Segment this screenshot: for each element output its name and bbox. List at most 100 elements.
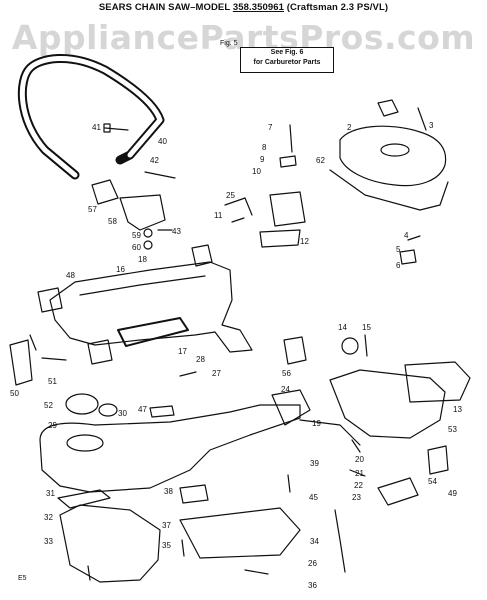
part-number-32: 32 <box>44 513 53 522</box>
part-number-21: 21 <box>355 469 364 478</box>
nut-60 <box>143 240 153 250</box>
part-number-27: 27 <box>212 369 221 378</box>
pad-48 <box>37 287 63 313</box>
bolt-41 <box>103 123 129 133</box>
gasket-62 <box>329 169 449 211</box>
part-number-10: 10 <box>252 167 261 176</box>
part-number-5: 5 <box>396 245 401 254</box>
grip-17 <box>117 317 189 347</box>
figure-label: Fig. 5 <box>220 40 238 47</box>
part-number-59: 59 <box>132 231 141 240</box>
plate-50 <box>9 339 33 386</box>
screw-42 <box>144 171 176 179</box>
bracket-24 <box>271 389 311 426</box>
spacer-57 <box>91 179 119 205</box>
part-number-22: 22 <box>354 481 363 490</box>
knob-4 <box>377 99 399 117</box>
washer-59 <box>143 228 153 238</box>
title-suffix: (Craftsman 2.3 PS/VL) <box>284 2 389 13</box>
gasket-12 <box>259 229 301 248</box>
part-number-39: 39 <box>310 459 319 468</box>
part-number-49: 49 <box>448 489 457 498</box>
part-number-37: 37 <box>162 521 171 530</box>
housing-ridge <box>79 275 206 296</box>
handle-23 <box>377 477 419 506</box>
part-11 <box>231 217 245 223</box>
part-54 <box>427 445 449 475</box>
carburetor-10 <box>269 191 306 227</box>
screw-36 <box>244 569 269 575</box>
bracket-58 <box>119 194 166 231</box>
line-28 <box>179 371 197 377</box>
part-number-31: 31 <box>46 489 55 498</box>
part-number-28: 28 <box>196 355 205 364</box>
cover-opening <box>380 143 410 157</box>
part-number-50: 50 <box>10 389 19 398</box>
part-5 <box>399 249 417 265</box>
part-number-43: 43 <box>172 227 181 236</box>
part-number-15: 15 <box>362 323 371 332</box>
part-number-57: 57 <box>88 205 97 214</box>
part-number-35: 35 <box>162 541 171 550</box>
part-number-29: 29 <box>48 421 57 430</box>
screw-3 <box>417 107 427 131</box>
part-number-9: 9 <box>260 155 265 164</box>
part-number-8: 8 <box>262 143 267 152</box>
part-number-40: 40 <box>158 137 167 146</box>
callout-box: See Fig. 6 for Carburetor Parts <box>240 47 334 73</box>
part-20 <box>351 439 361 453</box>
part-number-48: 48 <box>66 271 75 280</box>
part-number-56: 56 <box>282 369 291 378</box>
part-47 <box>149 405 175 418</box>
part-number-38: 38 <box>164 487 173 496</box>
cable-19 <box>299 419 361 446</box>
part-number-13: 13 <box>453 405 462 414</box>
part-22 <box>349 469 366 477</box>
part-number-30: 30 <box>118 409 127 418</box>
handle-bar-40 <box>17 54 165 180</box>
screw-35 <box>181 539 185 557</box>
part-number-41: 41 <box>92 123 101 132</box>
part-number-23: 23 <box>352 493 361 502</box>
cap-52 <box>65 393 99 415</box>
part-number-58: 58 <box>108 217 117 226</box>
handle-bar-inner <box>19 56 163 178</box>
part-number-2: 2 <box>347 123 352 132</box>
title-prefix: SEARS CHAIN SAW–MODEL <box>98 2 233 13</box>
part-number-7: 7 <box>268 123 273 132</box>
guard-34 <box>179 507 301 559</box>
part-number-14: 14 <box>338 323 347 332</box>
screw-15 <box>364 334 368 357</box>
rod-26 <box>334 509 346 573</box>
base-32 <box>59 504 161 583</box>
part-number-17: 17 <box>178 347 187 356</box>
part-number-26: 26 <box>308 559 317 568</box>
part-number-52: 52 <box>44 401 53 410</box>
cap-30 <box>98 403 118 417</box>
part-number-20: 20 <box>355 455 364 464</box>
top-cover-2 <box>339 125 447 187</box>
mount-pad <box>87 339 113 365</box>
part-number-53: 53 <box>448 425 457 434</box>
part-number-12: 12 <box>300 237 309 246</box>
part-14 <box>341 337 359 355</box>
rod-25 <box>224 197 253 216</box>
base-31 <box>57 489 111 509</box>
part-number-36: 36 <box>308 581 317 590</box>
part-number-42: 42 <box>150 156 159 165</box>
part-number-19: 19 <box>312 419 321 428</box>
part-9 <box>279 155 297 168</box>
part-number-33: 33 <box>44 537 53 546</box>
pad-18 <box>191 244 213 267</box>
part-number-34: 34 <box>310 537 319 546</box>
screw-33 <box>87 565 91 581</box>
spacer-38 <box>179 484 209 504</box>
oil-tank-53 <box>329 369 446 439</box>
part-number-60: 60 <box>132 243 141 252</box>
bolt-49 <box>29 334 37 351</box>
cover-13 <box>404 361 471 403</box>
tank-cap-29 <box>66 434 104 452</box>
screw-45 <box>287 474 291 493</box>
